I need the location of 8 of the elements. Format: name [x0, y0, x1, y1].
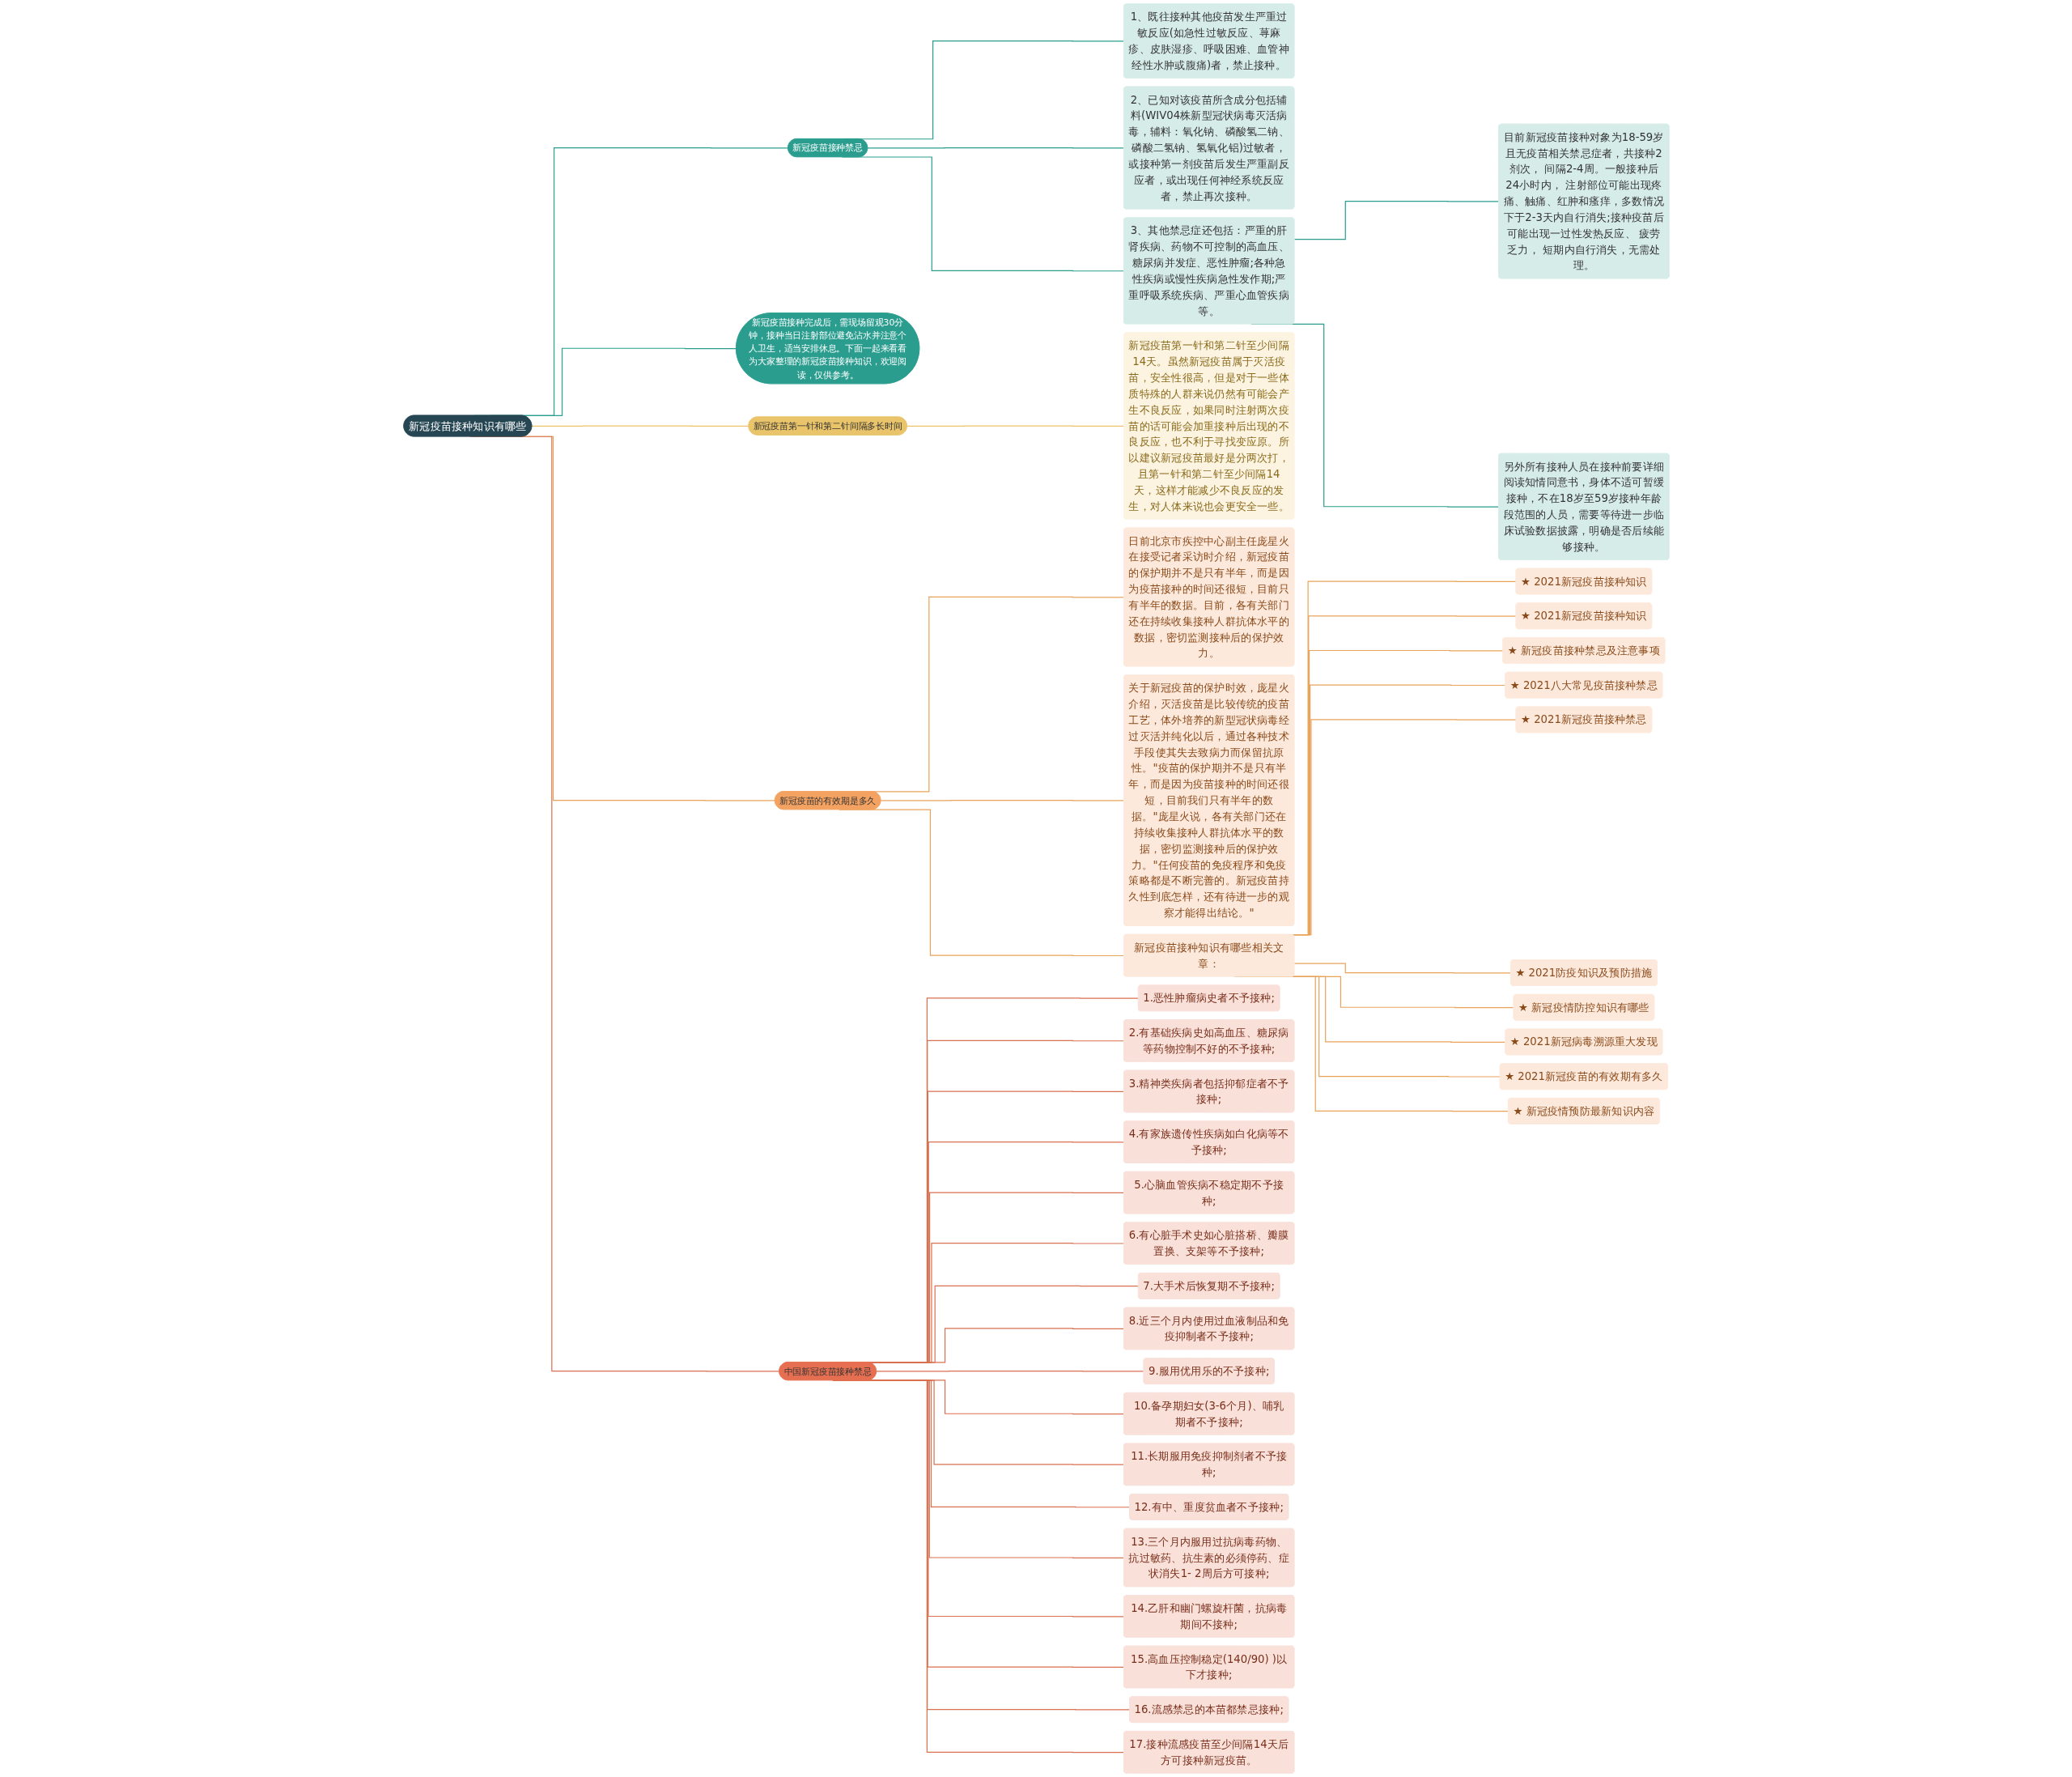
- mind-map: 新冠疫苗接种知识有哪些 新冠疫苗接种禁忌 1、既往接种其他疫苗发生严重过敏反应(如急性过敏反应、荨麻疹、皮肤湿疹、呼吸困难、血管神经性水肿或腹痛)者，禁止接种。 2、已知对该疫苗所含成分包括辅料(WIV04株新型冠状病毒灭活病毒，辅料：氧化钠、磷酸氢二钠、磷酸二氢钠、氢氧化铝)过敏者，或接种第一剂疫苗后发生严重副反应者，或出现任何神经系统反应者，禁止再次接种。 3、其他禁忌症还包括：严重的肝肾疾病、药物不可控制的高血压、糖尿病并发症、恶性肿瘤;各种急性疾病或慢性疾病急性发作期;严重呼吸系统疾病、严重心血管疾病等。 目前新冠疫苗接种对象为18-59岁且无疫苗相关禁忌症者，共接种2剂次， 间隔2-4周。一般接种后24小时内， 注射部位可能出现疼痛、触痛、红肿和瘙痒，多数情况下于2-3天内自行消失;接种疫苗后可能出现一过性发热反应、 疲劳乏力， 短期内自行消失，无需处理。 另外所有接种人员在接种前要详细阅读知情同意书，身体不适可暂缓接种，不在18岁至59岁接种年龄段范围的人员，需要等待进一步临床试验数据披露，明确是否后续能够接种。 新冠疫苗接种完成后，需现场留观30分钟，接种当日注射部位避免沾水并注意个人卫生，适当安排休息。下面一起来看看为大家整理的新冠疫苗接种知识，欢迎阅读，仅供参考。 新冠疫苗第一针和第二针间隔多长时间 新冠疫苗第一针和第二针至少间隔14天。虽然新冠疫苗属于灭活疫苗，安全性很高，但是对于一些体质特殊的人群来说仍然有可能会产生不良反应，如果同时注射两次疫苗的话可能会加重接种后出现的不良反应，也不利于寻找变应原。所以建议新冠疫苗最好是分两次打，且第一针和第二针至少间隔14天，这样才能减少不良反应的发生，对人体来说也会更安全一些。 新冠疫苗的有效期是多久 日前北京市疾控中心副主任庞星火在接受记者采访时介绍，新冠疫苗的保护期并不是只有半年，而是因为疫苗接种的时间还很短，目前只有半年的数据。目前，各有关部门还在持续收集接种人群抗体水平的数据，密切监测接种后的保护效力。 关于新冠疫苗的保护时效，庞星火介绍，灭活疫苗是比较传统的疫苗工艺，体外培养的新型冠状病毒经过灭活并纯化以后，通过各种技术手段使其失去致病力而保留抗原性。"疫苗的保护期并不是只有半年，而是因为疫苗接种的时间还很短，目前我们只有半年的数据。"庞星火说，各有关部门还在持续收集接种人群抗体水平的数据，密切监测接种后的保护效力。"任何疫苗的免疫程序和免疫策略都是不断完善的。新冠疫苗持久性到底怎样，还有待进一步的观察才能得出结论。" 新冠疫苗接种知识有哪些相关文章： ★ 2021新冠疫苗接种知识 ★ 2021新冠疫苗接种知识 ★ 新冠疫苗接种禁忌及注意事项 ★ 2021八大常见疫苗接种禁忌 ★ 2021新冠疫苗接种禁忌 ★ 2021防疫知识及预防措施 ★ 新冠疫情防控知识有哪些 ★ 2021新冠病毒溯源重大发现 ★ 2021新冠疫苗的有效期有多久 ★ 新冠疫情预防最新知识内容 中国新冠疫苗接种禁忌 1.恶性肿瘤病史者不予接种; 2.有基础疾病史如高血压、糖尿病等药物控制不好的不予接种; 3.精神类疾病者包括抑郁症者不予接种; 4.有家族遗传性疾病如白化病等不予接种; 5.心脑血管疾病不稳定期不予接种; 6.有心脏手术史如心脏搭桥、瓣膜置换、支架等不予接种; 7.大手术后恢复期不予接种; 8.近三个月内使用过血液制品和免疫抑制者不予接种; 9.服用优用乐的不予接种; 10.备孕期妇女(3-6个月)、哺乳期者不予接种; 11.长期服用免疫抑制剂者不予接种; 12.有中、重度贫血者不予接种; 13.三个月内服用过抗病毒药物、抗过敏药、抗生素的必须停药、症状消失1- 2周后方可接种; 14.乙肝和幽门螺旋杆菌，抗病毒期间不接种; 15.高血压控制稳定(140/90) )以下才接种; 16.流感禁忌的本苗都禁忌接种; 17.接种流感疫苗至少间隔14天后方可接种新冠疫苗。: [399, 0, 1673, 1777]
- connector: [531, 425, 749, 427]
- connector: [906, 425, 1124, 427]
- connector: [875, 1371, 1144, 1372]
- connector: [1293, 201, 1499, 240]
- connector: [880, 800, 1124, 801]
- connector: [1293, 963, 1511, 974]
- connector: [866, 147, 1124, 149]
